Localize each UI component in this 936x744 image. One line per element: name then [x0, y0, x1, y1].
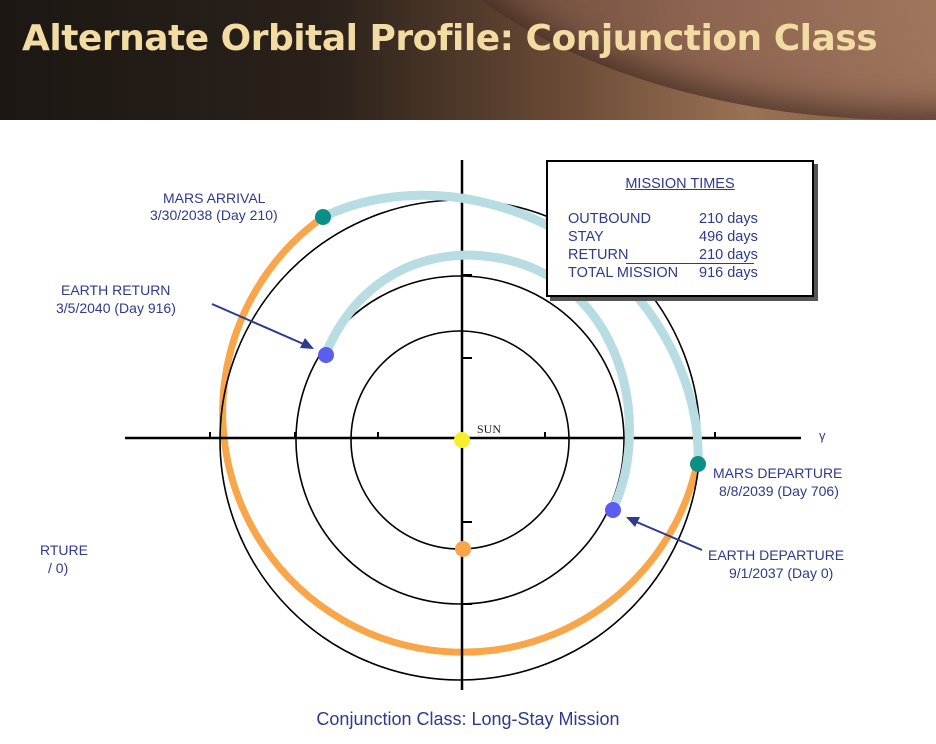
earth-orbit-circle	[295, 275, 625, 605]
mars-departure-name: MARS DEPARTURE	[713, 465, 842, 481]
cutoff-event-date: / 0)	[48, 560, 68, 576]
earth-departure-name: EARTH DEPARTURE	[708, 547, 844, 563]
earth-return-marker	[318, 347, 334, 363]
earth-return-name: EARTH RETURN	[61, 282, 170, 298]
mission-times-row: OUTBOUND 210 days	[568, 211, 798, 229]
earth-departure-marker	[605, 502, 621, 518]
title-banner: Alternate Orbital Profile: Conjunction C…	[0, 0, 936, 120]
axis-symbol-label: γ	[819, 428, 826, 443]
mission-times-value: 210 days	[699, 247, 758, 263]
earth-return-arrow	[211, 303, 314, 349]
page-title: Alternate Orbital Profile: Conjunction C…	[22, 18, 878, 59]
mars-arrival-date: 3/30/2038 (Day 210)	[150, 207, 278, 223]
mission-times-row: TOTAL MISSION 916 days	[568, 265, 798, 283]
mars-departure-date: 8/8/2039 (Day 706)	[719, 483, 839, 499]
sun-label: SUN	[477, 422, 501, 436]
mission-times-label: OUTBOUND	[568, 211, 651, 227]
outbound-transfer-arc	[321, 250, 634, 514]
mars-orbit-position-marker	[455, 541, 471, 557]
mars-departure-marker	[690, 456, 706, 472]
earth-departure-arrow	[626, 517, 703, 551]
mission-times-label: TOTAL MISSION	[568, 265, 679, 281]
cutoff-event-name: RTURE	[40, 542, 88, 558]
mars-orbit-path	[219, 214, 701, 656]
mission-times-title: MISSION TIMES	[625, 176, 735, 192]
mission-times-row: RETURN 210 days	[568, 247, 798, 265]
mission-times-value: 916 days	[699, 265, 758, 281]
sun-marker	[454, 432, 470, 448]
y-axis-ticks	[462, 274, 472, 605]
mars-arrival-marker	[315, 209, 331, 225]
mission-times-box: MISSION TIMES OUTBOUND 210 days STAY 496…	[546, 160, 814, 297]
return-underline	[626, 263, 754, 264]
mission-times-row: STAY 496 days	[568, 229, 798, 247]
mission-times-label: RETURN	[568, 247, 629, 263]
earth-departure-date: 9/1/2037 (Day 0)	[729, 565, 833, 581]
earth-return-date: 3/5/2040 (Day 916)	[56, 300, 176, 316]
mission-times-label: STAY	[568, 229, 604, 245]
mars-arrival-name: MARS ARRIVAL	[163, 190, 266, 206]
mission-times-value: 496 days	[699, 229, 758, 245]
diagram-caption: Conjunction Class: Long-Stay Mission	[316, 709, 620, 729]
mission-times-value: 210 days	[699, 211, 758, 227]
